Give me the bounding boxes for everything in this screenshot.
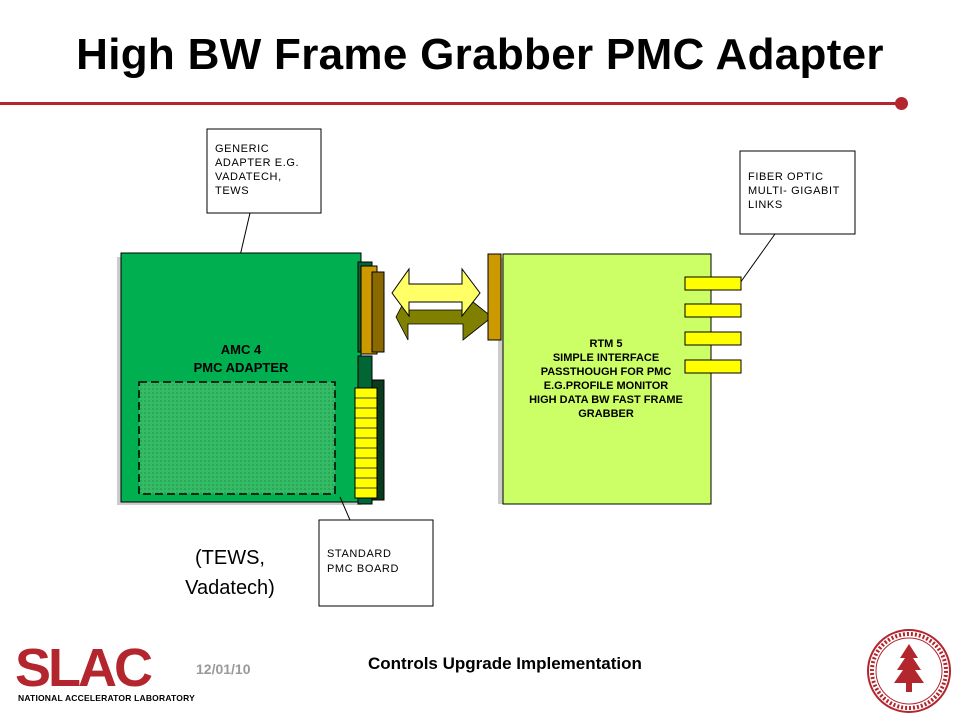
rtm-label-1: RTM 5 xyxy=(590,338,623,350)
pmc-board-slot xyxy=(138,381,336,495)
fiber-link-connectors xyxy=(684,276,742,374)
footer-presentation-title: Controls Upgrade Implementation xyxy=(368,654,642,673)
rtm-label-5: HIGH DATA BW FAST FRAME xyxy=(529,394,683,406)
callout-fiber-line-2: MULTI- GIGABIT xyxy=(748,185,840,197)
slac-logo-subtitle: NATIONAL ACCELERATOR LABORATORY xyxy=(18,693,195,703)
title-underline xyxy=(0,102,902,105)
callout-generic-adapter: GENERIC ADAPTER E.G. VADATECH, TEWS xyxy=(206,128,322,257)
callout-generic-line-2: ADAPTER E.G. xyxy=(215,157,299,169)
amc-pmc-adapter-board: AMC 4 PMC ADAPTER xyxy=(117,252,385,505)
callout-generic-line-4: TEWS xyxy=(215,185,249,197)
callout-pmc-line-1: STANDARD xyxy=(327,548,392,560)
rtm-label-2: SIMPLE INTERFACE xyxy=(553,352,659,364)
callout-pmc-line-2: PMC BOARD xyxy=(327,563,399,575)
vendor-note: (TEWS, Vadatech) xyxy=(160,543,300,603)
callout-generic-line-1: GENERIC xyxy=(215,143,269,155)
slac-logo-text: SLAC xyxy=(15,642,152,692)
stanford-seal-icon xyxy=(867,629,951,713)
title-underline-dot xyxy=(895,97,908,110)
amc-board-label-2: PMC ADAPTER xyxy=(194,360,289,375)
callout-standard-pmc: STANDARD PMC BOARD xyxy=(318,496,434,607)
footer-date: 12/01/10 xyxy=(196,661,251,677)
rtm-label-6: GRABBER xyxy=(578,408,634,420)
double-arrow-icon xyxy=(391,267,493,341)
amc-board-label-1: AMC 4 xyxy=(221,342,262,357)
slac-logo: SLAC xyxy=(15,642,155,692)
callout-fiber-line-3: LINKS xyxy=(748,199,783,211)
pmc-connector-pins xyxy=(354,387,378,499)
slide-title: High BW Frame Grabber PMC Adapter xyxy=(76,30,884,79)
rtm-label-4: E.G.PROFILE MONITOR xyxy=(544,380,669,392)
vendor-note-line-1: (TEWS, xyxy=(195,547,265,569)
rtm-board: RTM 5 SIMPLE INTERFACE PASSTHOUGH FOR PM… xyxy=(487,253,742,505)
vendor-note-line-2: Vadatech) xyxy=(185,577,275,599)
callout-fiber-optic: FIBER OPTIC MULTI- GIGABIT LINKS xyxy=(739,150,856,284)
callout-generic-line-3: VADATECH, xyxy=(215,171,282,183)
callout-fiber-line-1: FIBER OPTIC xyxy=(748,171,824,183)
rtm-label-3: PASSTHOUGH FOR PMC xyxy=(541,366,672,378)
